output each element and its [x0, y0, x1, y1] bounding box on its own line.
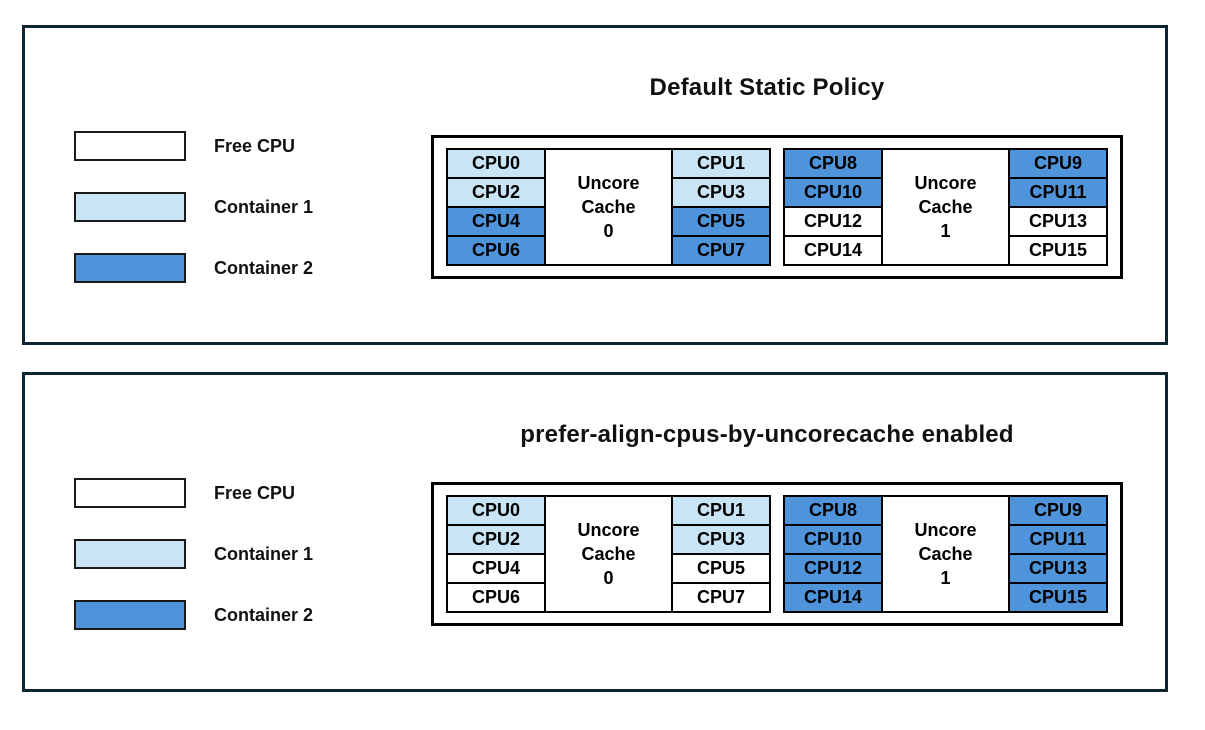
- legend-label: Free CPU: [214, 482, 296, 503]
- uncore-cache-0-box: Uncore Cache 0: [544, 495, 673, 613]
- cpu-cell-cpu11: CPU11: [1008, 177, 1108, 208]
- cpu-cell-cpu7: CPU7: [671, 582, 771, 613]
- legend-label: Container 2: [214, 257, 314, 278]
- uncore-cache-1-group: CPU8 CPU10 CPU12 CPU14 Uncore Cache 1 CP…: [783, 148, 1108, 266]
- cpu-cell-cpu10: CPU10: [783, 177, 883, 208]
- cpu-cell-cpu2: CPU2: [446, 177, 546, 208]
- legend-item-free-cpu: Free CPU: [74, 131, 313, 161]
- container-1-swatch: [74, 539, 186, 569]
- cpu-column-left: CPU8 CPU10 CPU12 CPU14: [783, 495, 883, 613]
- cpu-cell-cpu5: CPU5: [671, 206, 771, 237]
- cpu-column-left: CPU0 CPU2 CPU4 CPU6: [446, 148, 546, 266]
- cpu-cell-cpu3: CPU3: [671, 177, 771, 208]
- cpu-column-right: CPU9 CPU11 CPU13 CPU15: [1008, 495, 1108, 613]
- cpu-cell-cpu7: CPU7: [671, 235, 771, 266]
- cpu-cell-cpu9: CPU9: [1008, 148, 1108, 179]
- cpu-column-right: CPU9 CPU11 CPU13 CPU15: [1008, 148, 1108, 266]
- container-2-swatch: [74, 253, 186, 283]
- cpu-cell-cpu11: CPU11: [1008, 524, 1108, 555]
- panel-title: Default Static Policy: [649, 74, 885, 101]
- uncore-cache-0-group: CPU0 CPU2 CPU4 CPU6 Uncore Cache 0 CPU1 …: [446, 495, 771, 613]
- free-cpu-swatch: [74, 131, 186, 161]
- legend-item-container-1: Container 1: [74, 192, 313, 222]
- uncore-cache-1-box: Uncore Cache 1: [881, 148, 1010, 266]
- uncore-cache-0-box: Uncore Cache 0: [544, 148, 673, 266]
- cpu-cell-cpu14: CPU14: [783, 235, 883, 266]
- legend-item-container-1: Container 1: [74, 539, 313, 569]
- container-2-swatch: [74, 600, 186, 630]
- legend-item-free-cpu: Free CPU: [74, 478, 313, 508]
- legend-label: Container 1: [214, 543, 314, 564]
- cpu-cell-cpu2: CPU2: [446, 524, 546, 555]
- cpu-cell-cpu5: CPU5: [671, 553, 771, 584]
- cpu-cell-cpu14: CPU14: [783, 582, 883, 613]
- legend: Free CPU Container 1 Container 2: [74, 478, 313, 661]
- legend-label: Free CPU: [214, 135, 296, 156]
- cpu-column-right: CPU1 CPU3 CPU5 CPU7: [671, 495, 771, 613]
- cpu-cell-cpu13: CPU13: [1008, 553, 1108, 584]
- cpu-cell-cpu1: CPU1: [671, 148, 771, 179]
- cpu-cell-cpu12: CPU12: [783, 206, 883, 237]
- cpu-cell-cpu6: CPU6: [446, 235, 546, 266]
- cpu-cell-cpu1: CPU1: [671, 495, 771, 526]
- cpu-topology-diagram: CPU0 CPU2 CPU4 CPU6 Uncore Cache 0 CPU1 …: [431, 135, 1123, 279]
- cpu-cell-cpu6: CPU6: [446, 582, 546, 613]
- uncore-cache-1-group: CPU8 CPU10 CPU12 CPU14 Uncore Cache 1 CP…: [783, 495, 1108, 613]
- panel-prefer-align-cpus-by-uncorecache: prefer-align-cpus-by-uncorecache enabled…: [22, 372, 1168, 692]
- cpu-cell-cpu9: CPU9: [1008, 495, 1108, 526]
- free-cpu-swatch: [74, 478, 186, 508]
- uncore-cache-1-box: Uncore Cache 1: [881, 495, 1010, 613]
- legend-label: Container 2: [214, 604, 314, 625]
- container-1-swatch: [74, 192, 186, 222]
- panel-default-static-policy: Default Static Policy Free CPU Container…: [22, 25, 1168, 345]
- legend-item-container-2: Container 2: [74, 600, 313, 630]
- cpu-cell-cpu15: CPU15: [1008, 582, 1108, 613]
- legend-label: Container 1: [214, 196, 314, 217]
- cpu-cell-cpu13: CPU13: [1008, 206, 1108, 237]
- uncore-cache-0-group: CPU0 CPU2 CPU4 CPU6 Uncore Cache 0 CPU1 …: [446, 148, 771, 266]
- cpu-cell-cpu0: CPU0: [446, 495, 546, 526]
- legend: Free CPU Container 1 Container 2: [74, 131, 313, 314]
- cpu-cell-cpu4: CPU4: [446, 206, 546, 237]
- legend-item-container-2: Container 2: [74, 253, 313, 283]
- cpu-cell-cpu8: CPU8: [783, 495, 883, 526]
- panel-title: prefer-align-cpus-by-uncorecache enabled: [520, 421, 1014, 448]
- cpu-cell-cpu10: CPU10: [783, 524, 883, 555]
- cpu-cell-cpu3: CPU3: [671, 524, 771, 555]
- cpu-cell-cpu12: CPU12: [783, 553, 883, 584]
- cpu-cell-cpu8: CPU8: [783, 148, 883, 179]
- cpu-cell-cpu0: CPU0: [446, 148, 546, 179]
- cpu-column-left: CPU0 CPU2 CPU4 CPU6: [446, 495, 546, 613]
- cpu-column-left: CPU8 CPU10 CPU12 CPU14: [783, 148, 883, 266]
- cpu-cell-cpu4: CPU4: [446, 553, 546, 584]
- cpu-cell-cpu15: CPU15: [1008, 235, 1108, 266]
- cpu-topology-diagram: CPU0 CPU2 CPU4 CPU6 Uncore Cache 0 CPU1 …: [431, 482, 1123, 626]
- cpu-column-right: CPU1 CPU3 CPU5 CPU7: [671, 148, 771, 266]
